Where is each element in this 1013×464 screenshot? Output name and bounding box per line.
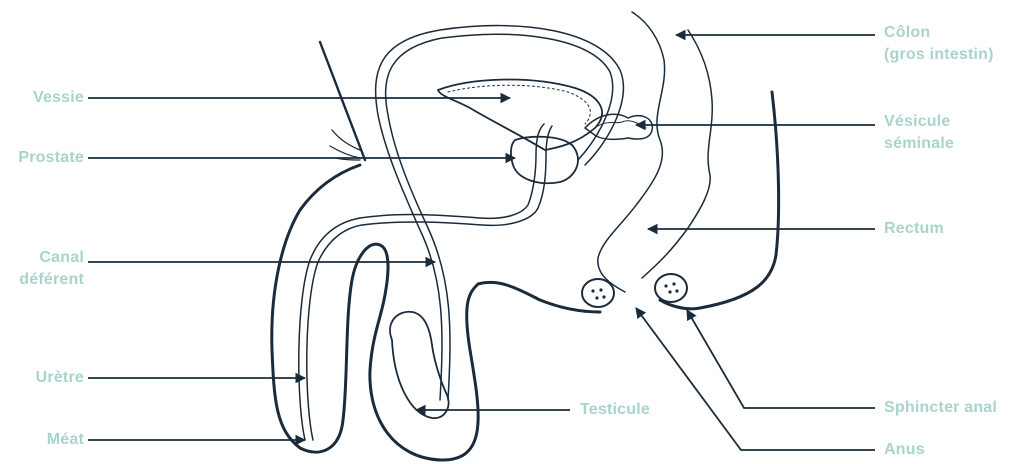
label-rectum: Rectum [884,218,944,240]
colon-back-wall [642,30,712,278]
scrotum-cavity [390,312,449,418]
label-meat: Méat [0,429,84,451]
sphincter-leader [687,310,875,408]
label-uretre: Urètre [0,367,84,389]
anus-leader [636,308,875,450]
sphincter-front [582,279,614,307]
label-vessie: Vessie [0,87,84,109]
sphincter-back [655,274,687,302]
label-prostate: Prostate [0,147,84,169]
label-colon: Côlon (gros intestin) [884,22,994,66]
label-sphincter-anal: Sphincter anal [884,397,997,419]
label-vesicule-seminale: Vésicule séminale [884,111,954,155]
label-testicule: Testicule [580,399,650,421]
penis-outline [272,165,600,460]
abdominal-wall [320,42,365,160]
urethra [299,124,544,440]
vas-deferens [376,26,624,400]
label-canal-deferent: Canal déférent [0,247,84,291]
label-anus: Anus [884,439,925,461]
